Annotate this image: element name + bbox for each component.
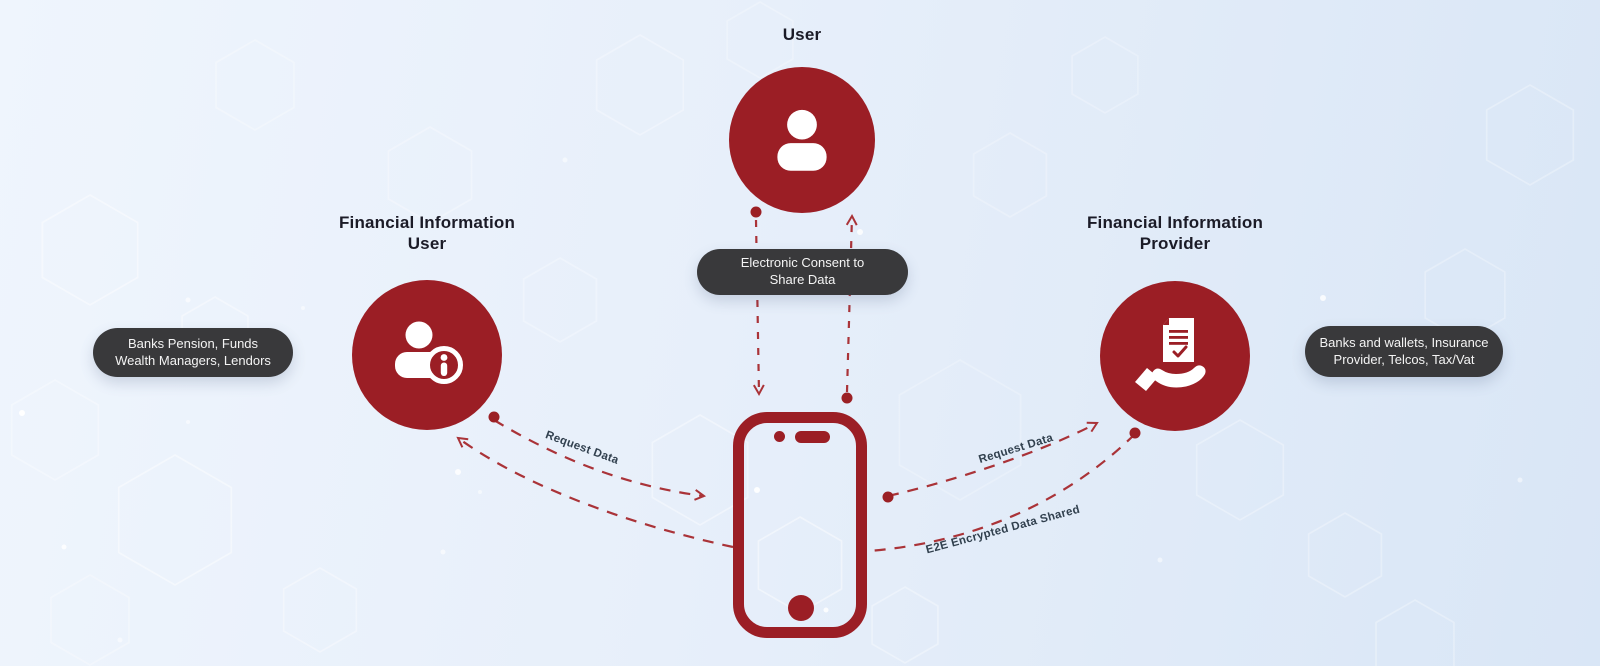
phone-home-button <box>788 595 814 621</box>
person-icon <box>761 97 843 184</box>
smartphone-icon <box>733 412 867 638</box>
edge-fip-e2e-data-out <box>868 433 1136 553</box>
person-info-icon <box>382 308 472 403</box>
sparkle-dots <box>19 157 1523 643</box>
fiu-node-circle <box>352 280 502 430</box>
document-in-hand-icon <box>1130 309 1220 404</box>
phone-camera-dot <box>774 431 785 442</box>
edge-phone-to-user <box>845 213 858 393</box>
user-node-circle <box>729 67 875 213</box>
edge-phone-request-to-fip <box>887 421 1099 498</box>
user-node-title: User <box>782 25 822 44</box>
fip-node-circle <box>1100 281 1250 431</box>
edge-endpoint-dots <box>488 206 1141 503</box>
edge-user-to-phone <box>752 219 765 397</box>
fip-examples-pill: Banks and wallets, Insurance Provider, T… <box>1305 326 1503 377</box>
fiu-examples-pill: Banks Pension, Funds Wealth Managers, Le… <box>93 328 293 377</box>
fip-node-title: Financial Information Provider <box>1086 213 1264 254</box>
electronic-consent-pill: Electronic Consent to Share Data <box>697 249 908 295</box>
phone-speaker-pill <box>795 431 830 443</box>
edge-e2e-data-to-fiu <box>456 436 734 549</box>
edge-fiu-request-to-phone <box>493 419 707 501</box>
fiu-node-title: Financial Information User <box>338 213 516 254</box>
